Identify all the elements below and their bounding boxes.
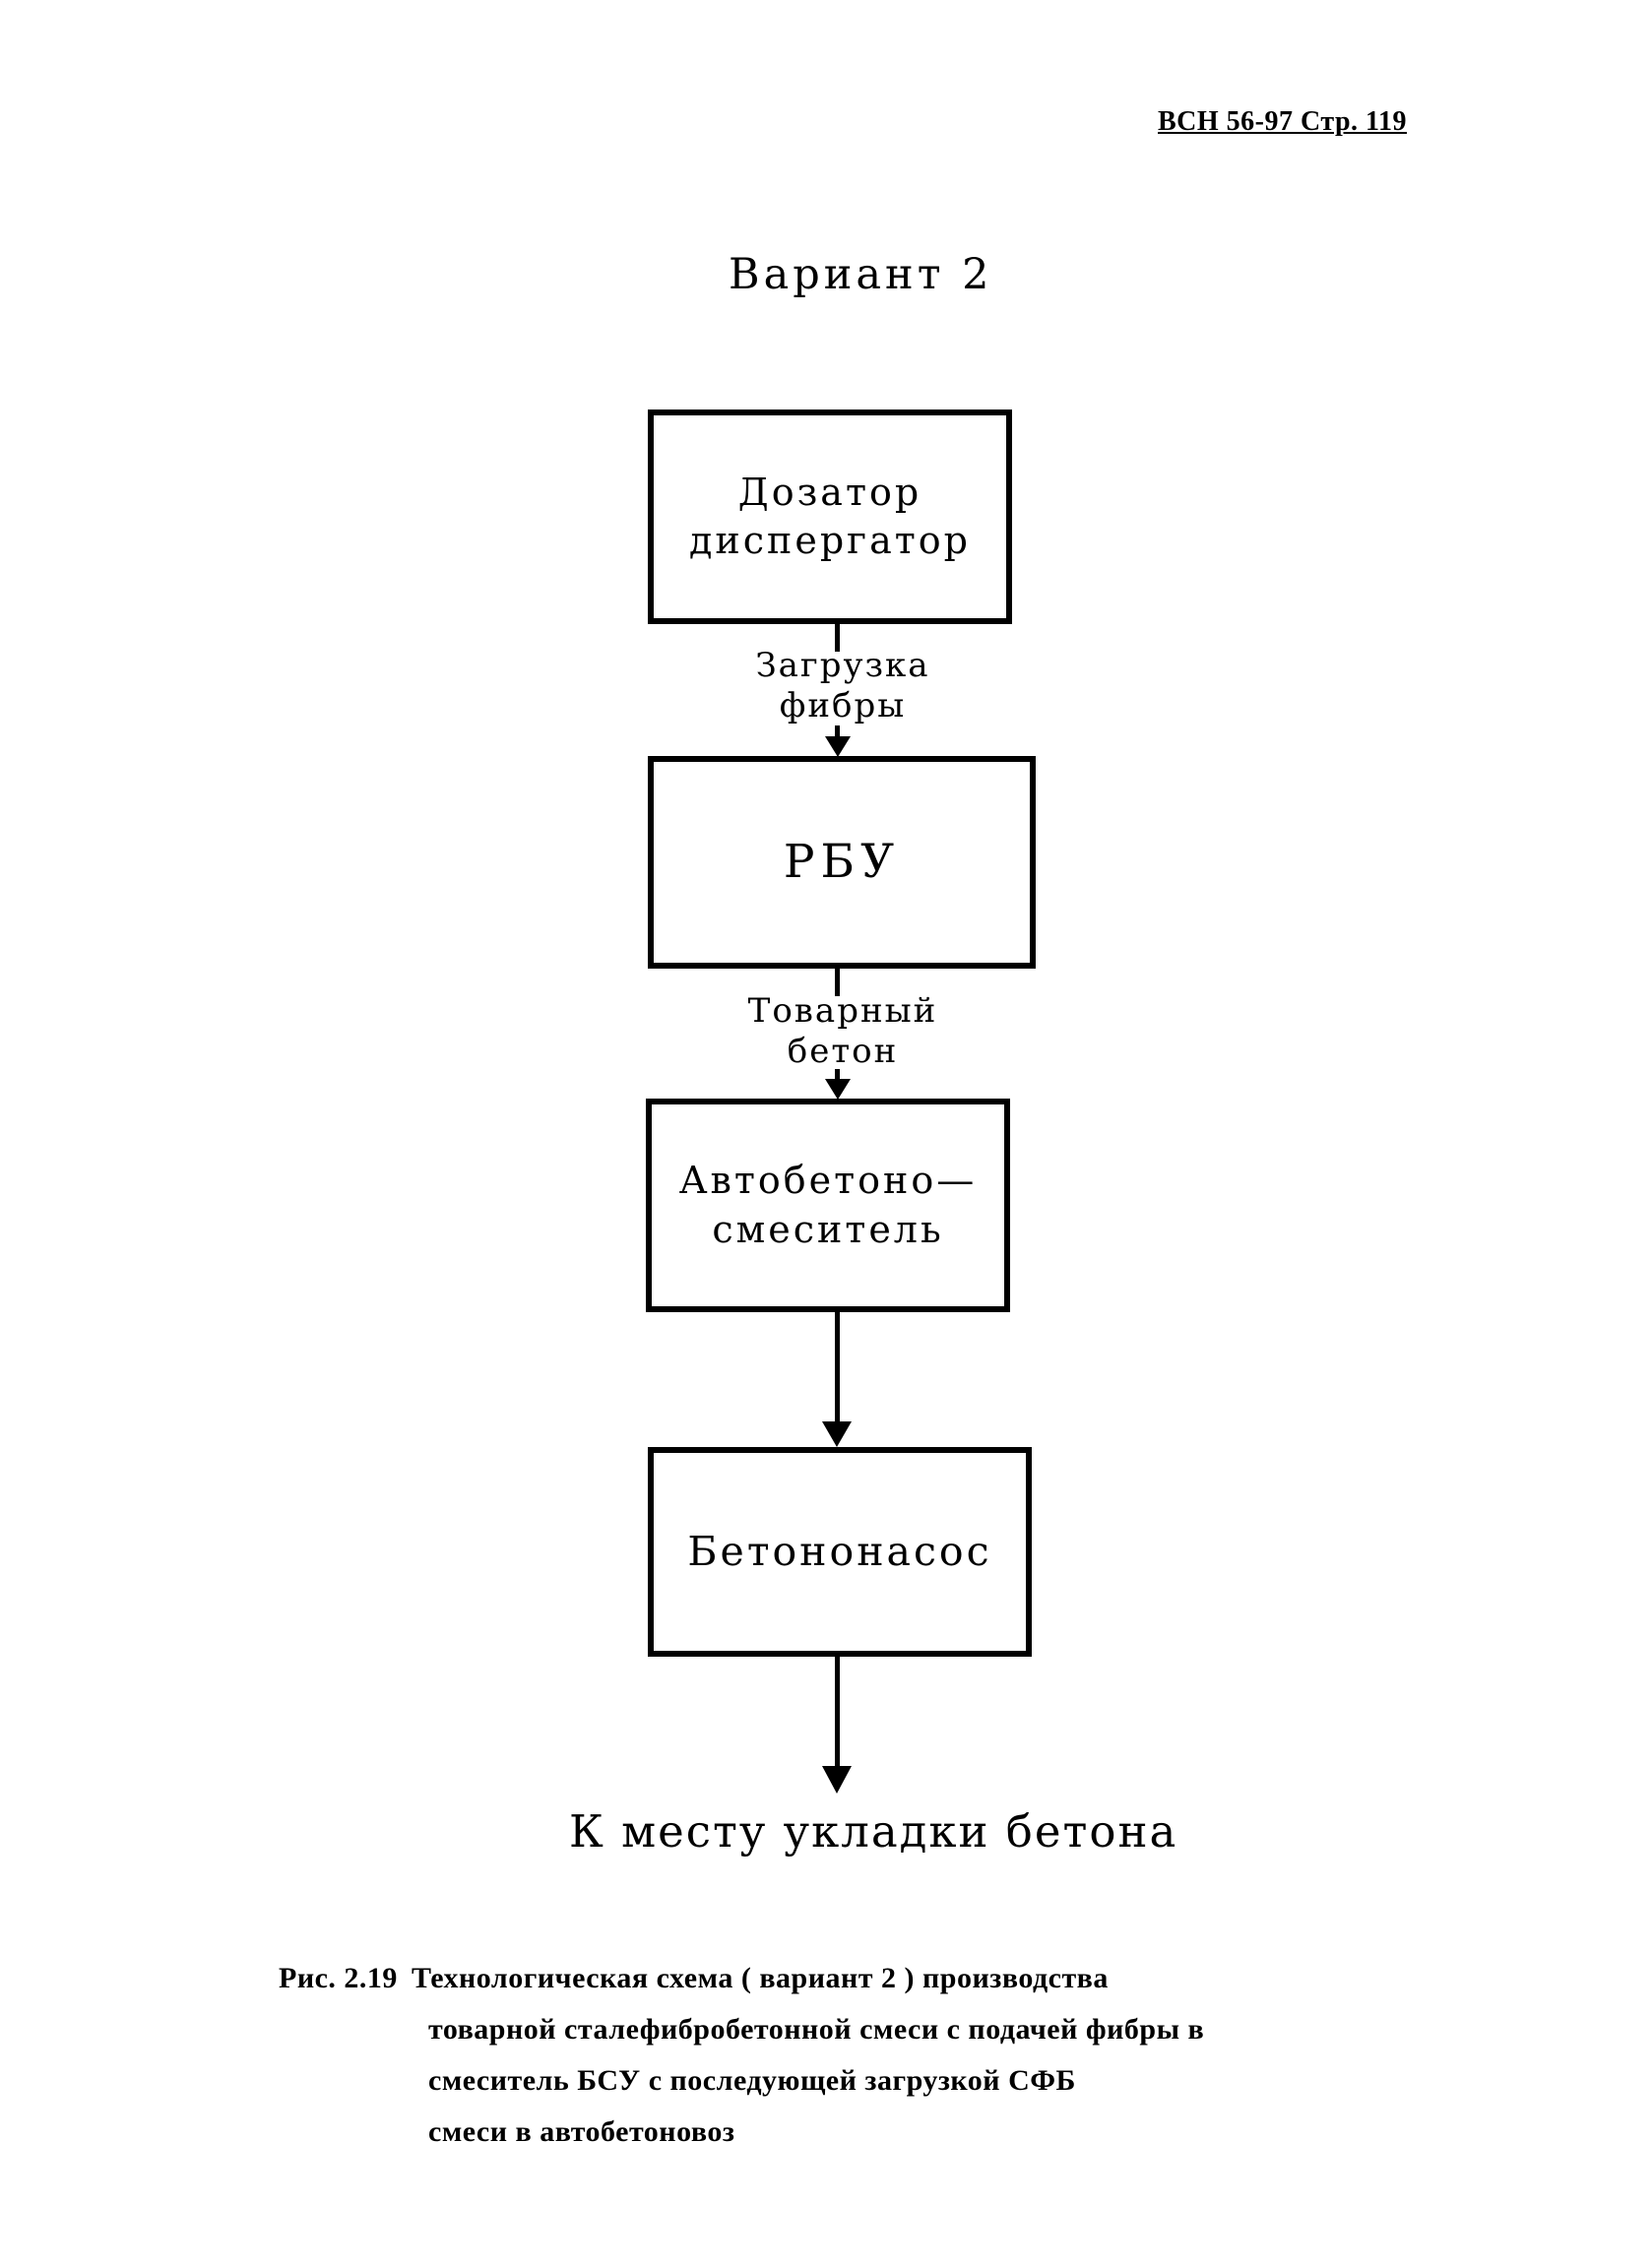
edge-label-zagruzka-fibry: Загрузка фибры (685, 646, 1000, 726)
box-label-line: Бетононасос (687, 1527, 992, 1575)
edge-label-line: фибры (779, 686, 907, 725)
arrow-down-icon (822, 1421, 852, 1447)
caption-line: Рис. 2.19 Технологическая схема ( вариант… (279, 1953, 1362, 2004)
box-label-line: Дозатор (737, 470, 922, 514)
flow-box-betononasos: Бетононасос (648, 1447, 1032, 1657)
connector-line (835, 1069, 840, 1084)
connector-line (835, 624, 840, 652)
connector-line (835, 725, 840, 741)
box-label-line: смеситель (712, 1207, 944, 1251)
caption-line: товарной сталефибробетонной смеси с пода… (428, 2013, 1205, 2046)
box-label-line: Автобетоно— (678, 1159, 978, 1203)
edge-label-line: Товарный (747, 991, 938, 1031)
arrow-down-icon (822, 1766, 852, 1794)
flow-box-rbu: РБУ (648, 756, 1036, 969)
arrow-down-icon (825, 736, 851, 757)
figure-caption: Рис. 2.19 Технологическая схема ( вариант… (279, 1953, 1362, 2158)
flow-box-avtobetonosmesitel: Автобетоно— смеситель (646, 1099, 1010, 1312)
end-destination-label: К месту укладки бетона (569, 1805, 1178, 1858)
caption-line: смеси в автобетоновоз (428, 2115, 735, 2148)
flow-box-dozator-dispergator: Дозатор диспергатор (648, 410, 1012, 624)
edge-label-line: Загрузка (755, 646, 930, 685)
connector-line (835, 1657, 840, 1771)
figure-number: Рис. 2.19 (279, 1962, 398, 1994)
document-ref-header: ВСН 56-97 Стр. 119 (1158, 106, 1407, 137)
connector-line (835, 1312, 840, 1426)
caption-text: Технологическая схема ( вариант 2 ) прои… (411, 1962, 1109, 1994)
box-label-line: РБУ (783, 835, 901, 890)
connector-line (835, 969, 840, 996)
arrow-down-icon (825, 1079, 851, 1100)
caption-line: смеситель БСУ с последующей загрузкой СФ… (428, 2064, 1076, 2097)
edge-label-tovarny-beton: Товарный бетон (685, 991, 1000, 1072)
variant-title: Вариант 2 (729, 250, 993, 299)
edge-label-line: бетон (787, 1032, 899, 1071)
box-label-line: диспергатор (689, 519, 971, 562)
